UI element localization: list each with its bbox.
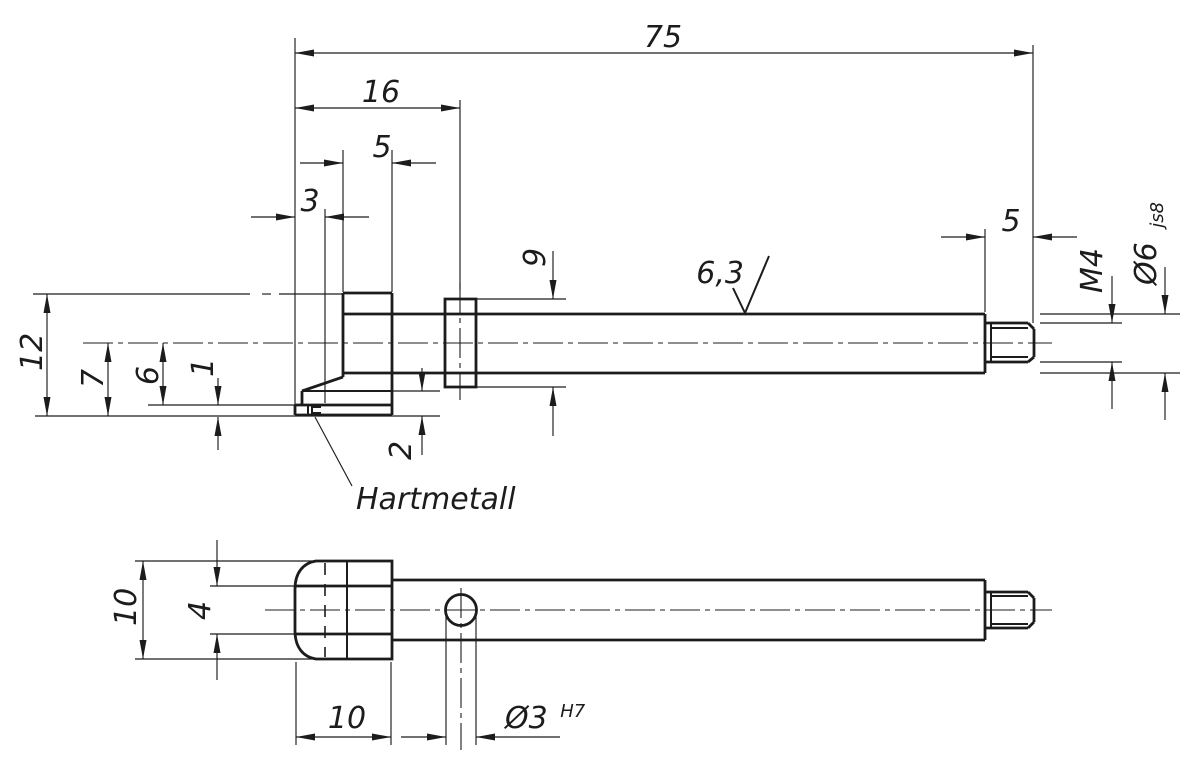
surface-roughness-symbol: 6,3 (696, 255, 770, 316)
dim-label-js8: js8 (1147, 202, 1168, 231)
dim-shaft-diameter: Ø6 js8 (1040, 202, 1180, 420)
dim-boss-height-9: 9 (476, 248, 566, 436)
dim-thread-m4: M4 (1040, 248, 1122, 409)
dim-label-dia6: Ø6 (1129, 242, 1164, 287)
dim-label-1: 1 (186, 358, 221, 377)
dim-lip-height-2: 2 (384, 368, 440, 460)
carbide-note: Hartmetall (314, 416, 516, 517)
dim-blade-thickness-1: 1 (186, 358, 222, 450)
svg-text:Ø6 js8: Ø6 js8 (1129, 202, 1168, 287)
dim-label-7: 7 (76, 369, 111, 388)
dim-thread-length-5: 5 (941, 204, 1077, 312)
dim-label-h7: H7 (560, 701, 586, 722)
roughness-value: 6,3 (696, 256, 744, 291)
dim-center-to-blade-top-6: 6 (131, 343, 295, 406)
dim-label-75: 75 (644, 20, 682, 55)
dim-label-m4: M4 (1075, 248, 1110, 293)
dim-label-9: 9 (518, 248, 553, 267)
dim-label-2: 2 (384, 441, 419, 460)
dim-hole-diameter: Ø3 H7 (401, 615, 586, 745)
dim-overall-height-12: 12 (15, 293, 440, 417)
front-view: 6,3 75 16 5 3 (15, 20, 1180, 517)
dim-label-10-height: 10 (109, 588, 144, 626)
dim-head-width-5: 5 (300, 130, 436, 292)
dim-head-height-10: 10 (109, 560, 312, 660)
dim-center-to-tip-7: 7 (76, 343, 112, 416)
front-part-outline (293, 291, 1036, 417)
dim-label-dia3: Ø3 (503, 701, 548, 736)
dim-head-length-10: 10 (295, 662, 392, 745)
roughness-check-icon (732, 255, 770, 316)
dim-label-4: 4 (183, 601, 218, 620)
svg-text:Ø3 H7: Ø3 H7 (503, 701, 586, 736)
leader-line (314, 416, 353, 487)
dim-tip-to-hole-16: 16 (295, 75, 461, 290)
dim-label-10-length: 10 (328, 701, 366, 736)
dim-label-5-head: 5 (372, 130, 391, 165)
dim-carbide-length-3: 3 (251, 184, 369, 403)
dim-overall-length-75: 75 (294, 20, 1034, 405)
dim-label-12: 12 (15, 333, 50, 371)
dim-label-3: 3 (300, 184, 319, 219)
carbide-insert-detail (311, 406, 321, 414)
dim-label-16: 16 (362, 75, 400, 110)
top-view: 10 4 10 Ø3 H7 (109, 540, 1052, 750)
dim-blade-width-4: 4 (183, 540, 294, 680)
dim-label-5-stud: 5 (1001, 204, 1020, 239)
carbide-note-label: Hartmetall (356, 482, 516, 517)
dim-label-6: 6 (131, 366, 166, 385)
